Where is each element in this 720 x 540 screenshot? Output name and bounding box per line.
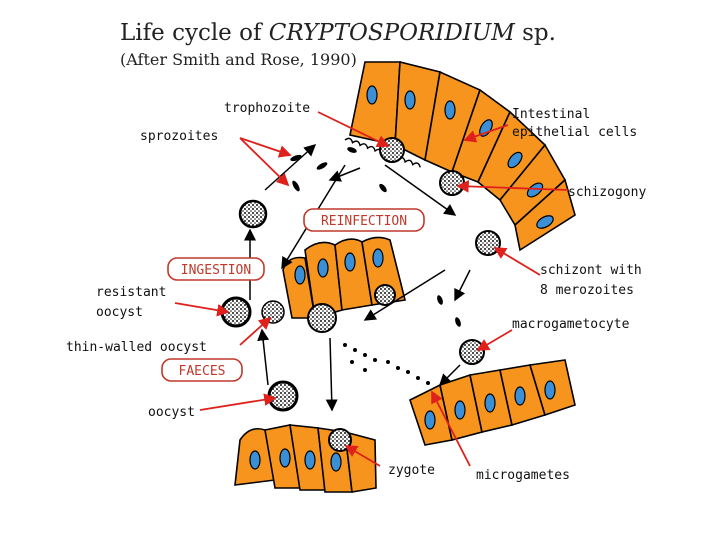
diagram-title: Life cycle of CRYPTOSPORIDIUM sp.	[120, 20, 556, 46]
nuclei-lower-right	[424, 380, 556, 430]
zygote-label: zygote	[388, 463, 435, 478]
nuclei-lower	[249, 448, 342, 472]
ingestion-box: INGESTION	[167, 257, 265, 281]
macrogametocyte-label: macrogametocyte	[512, 317, 630, 332]
faeces-box: FAECES	[161, 358, 243, 382]
macrogametocyte-stage	[459, 339, 485, 365]
intestinal-label-line2: epithelial cells	[512, 125, 637, 140]
faeces-label: FAECES	[179, 364, 226, 379]
nuclei-middle	[294, 248, 384, 285]
title-prefix: Life cycle of	[120, 20, 262, 46]
reinfection-stage	[307, 303, 337, 333]
microgametes-label: microgametes	[476, 468, 570, 483]
intestinal-label-line1: Intestinal	[512, 107, 590, 122]
diagram-subtitle: (After Smith and Rose, 1990)	[120, 50, 357, 69]
middle-parasite	[374, 284, 396, 306]
title-genus: CRYPTOSPORIDIUM	[268, 20, 515, 46]
red-pointers	[174, 111, 569, 467]
reinfection-box: REINFECTION	[303, 208, 425, 232]
schizont-stage	[475, 230, 501, 256]
epithelium-upper-right	[349, 60, 576, 252]
thin-walled-oocyst	[261, 300, 285, 324]
epithelium-middle	[282, 236, 406, 320]
ingestion-label: INGESTION	[181, 263, 251, 278]
thin-walled-label: thin-walled oocyst	[66, 340, 207, 355]
nuclei-upper	[366, 85, 554, 229]
resistant-label-line2: oocyst	[96, 305, 143, 320]
reinfection-label: REINFECTION	[321, 214, 407, 229]
microgametes-dots	[343, 343, 430, 385]
oocyst-label: oocyst	[148, 405, 195, 420]
trophozoite-stage	[379, 137, 405, 163]
schizogony-label: schizogony	[568, 185, 646, 200]
title-suffix: sp.	[522, 20, 556, 46]
schizont-label-line1: schizont with	[540, 263, 642, 278]
oocyst-upper-left	[238, 199, 268, 229]
schizogony-stage	[439, 170, 465, 196]
sporozoites-label: sprozoites	[140, 129, 218, 144]
oocyst-faeces	[267, 380, 299, 412]
trophozoite-label: trophozoite	[224, 101, 310, 116]
schizont-label-line2: 8 merozoites	[540, 283, 634, 298]
sporozoites	[290, 147, 461, 327]
resistant-label-line1: resistant	[96, 285, 166, 300]
